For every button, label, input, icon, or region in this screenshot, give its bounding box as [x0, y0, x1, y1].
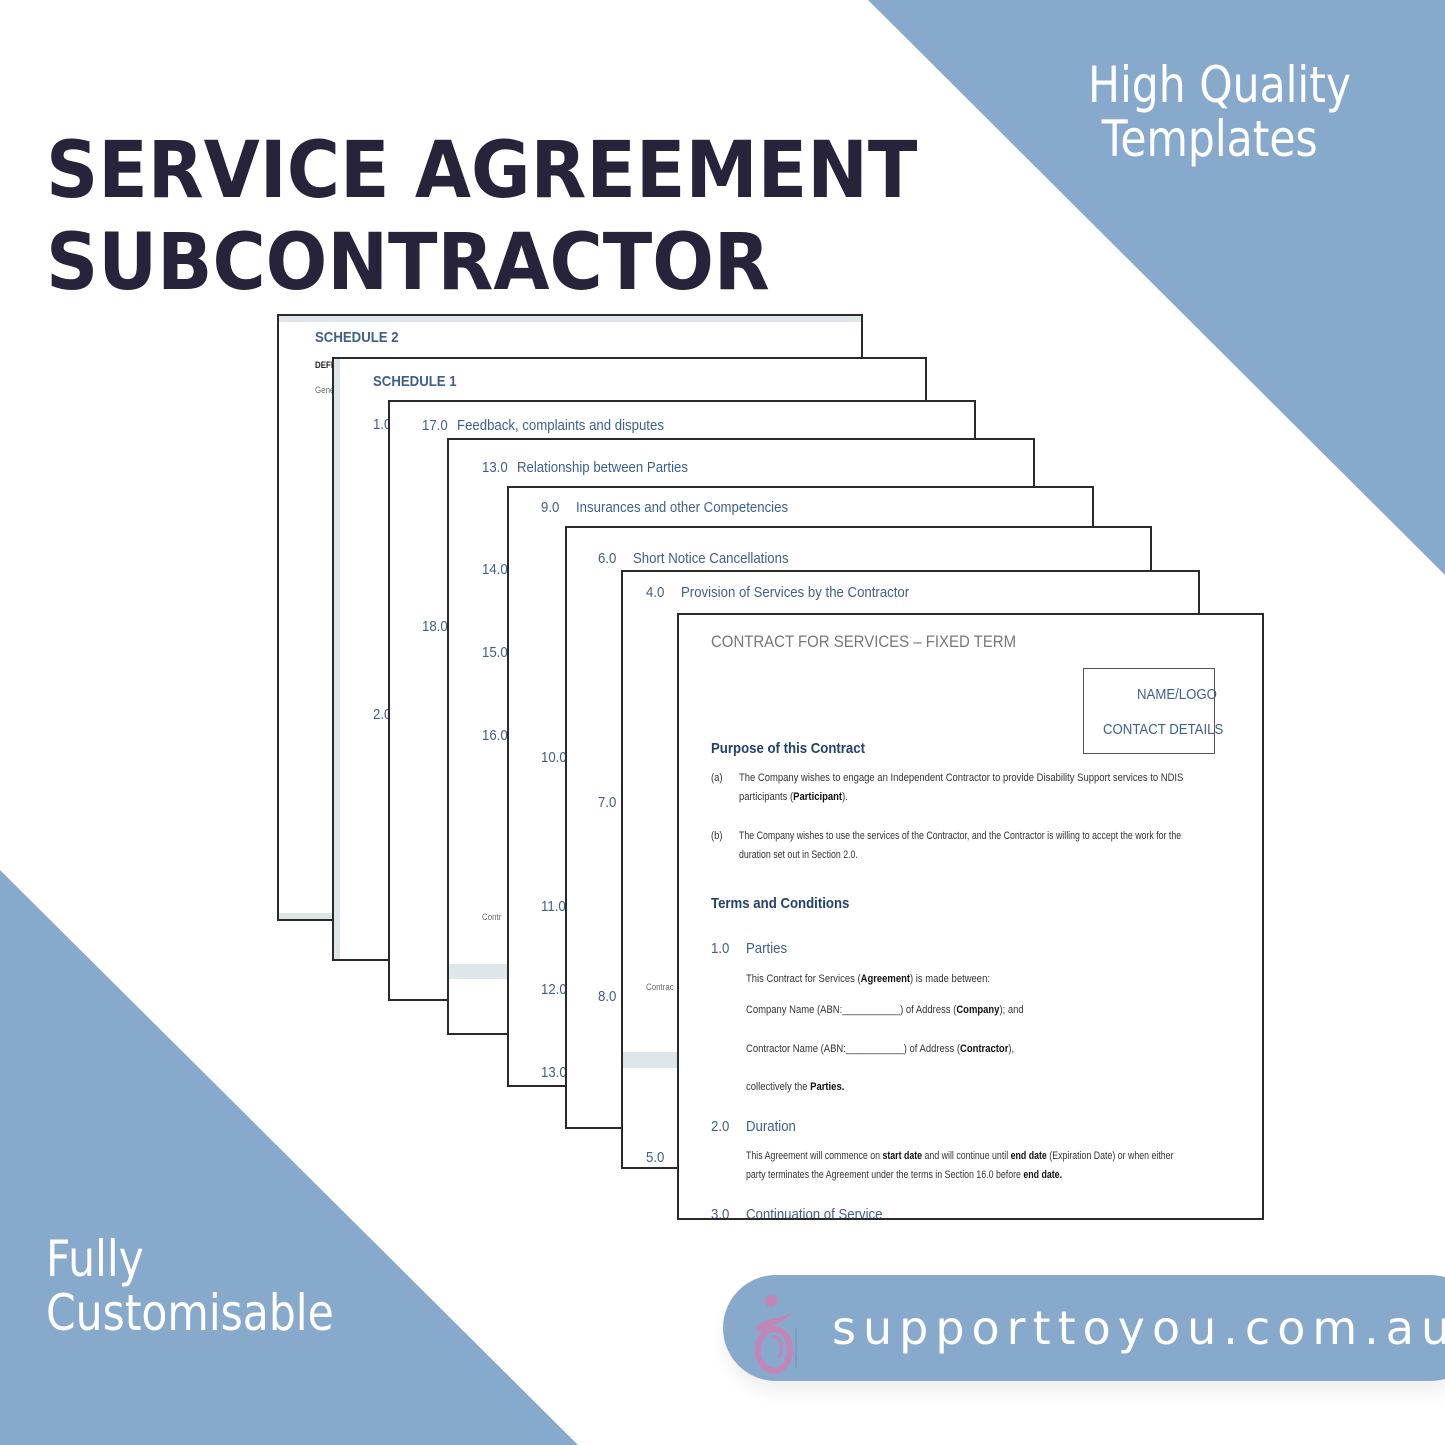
section-number: 16.0 [482, 727, 508, 744]
parties-intro: This Contract for Services (Agreement) i… [746, 973, 990, 985]
section-number: 7.0 [598, 794, 617, 811]
section-number: 5.0 [646, 1149, 665, 1166]
page-subheading: DEFI [315, 360, 334, 370]
section-heading: Feedback, complaints and disputes [457, 417, 664, 434]
section-number: 13.0 [482, 459, 508, 476]
section-number: 18.0 [422, 618, 448, 635]
section-heading: Relationship between Parties [517, 459, 688, 476]
customisable-badge: Fully Customisable [46, 1232, 334, 1340]
section-number: 1.0 [373, 416, 392, 433]
section-number: 11.0 [541, 898, 566, 915]
website-banner[interactable] [723, 1275, 1445, 1381]
contact-details-label: CONTACT DETAILS [1103, 721, 1224, 738]
badge-top-line-1: High Quality [1088, 56, 1352, 114]
collective-line: collectively the Parties. [746, 1081, 845, 1093]
badge-bottom-line-1: Fully [46, 1230, 144, 1288]
clause-a: The Company wishes to engage an Independ… [739, 772, 1184, 803]
section-number: 2.0 [373, 706, 392, 723]
page-heading: SCHEDULE 1 [373, 373, 457, 390]
page-footer: Contr [482, 912, 502, 922]
purpose-heading: Purpose of this Contract [711, 740, 866, 757]
section-number: 8.0 [598, 988, 617, 1005]
document-page-front: CONTRACT FOR SERVICES – FIXED TERM NAME/… [677, 613, 1264, 1220]
badge-bottom-line-2: Customisable [46, 1284, 334, 1342]
clause-b: The Company wishes to use the services o… [739, 830, 1182, 861]
section-number: 12.0 [541, 981, 567, 998]
badge-top-line-2: Templates [1101, 110, 1318, 168]
high-quality-badge: High Quality Templates [1088, 58, 1351, 166]
contractor-line: Contractor Name (ABN:___________) of Add… [746, 1043, 1015, 1055]
section-number: 14.0 [482, 561, 508, 578]
page-text: Gene [315, 385, 335, 395]
person-wheelchair-logo-icon [755, 1295, 797, 1374]
section-title: Duration [746, 1118, 796, 1135]
headline-line-2: SUBCONTRACTOR [46, 218, 770, 308]
section-heading: Short Notice Cancellations [633, 550, 789, 567]
section-number: 3.0 [711, 1206, 730, 1220]
headline-line-1: SERVICE AGREEMENT [46, 126, 918, 216]
section-number: 9.0 [541, 499, 560, 516]
terms-heading: Terms and Conditions [711, 895, 850, 912]
section-number: 13.0 [541, 1064, 567, 1081]
duration-text: This Agreement will commence on start da… [746, 1150, 1174, 1181]
section-heading: Insurances and other Competencies [576, 499, 789, 516]
logo-placeholder-label: NAME/LOGO [1137, 686, 1217, 703]
section-number: 6.0 [598, 550, 617, 567]
company-line: Company Name (ABN:___________) of Addres… [746, 1004, 1024, 1016]
page-footer: Contrac [646, 982, 674, 992]
section-title: Parties [746, 940, 788, 957]
section-number: 15.0 [482, 644, 508, 661]
website-url-link[interactable]: supporttoyou.com.au [832, 1301, 1445, 1355]
clause-label: (a) [711, 772, 723, 784]
section-number: 1.0 [711, 940, 730, 957]
page-heading: SCHEDULE 2 [315, 329, 399, 346]
clause-label: (b) [711, 830, 723, 842]
section-number: 4.0 [646, 584, 665, 601]
section-number: 2.0 [711, 1118, 730, 1135]
section-number: 10.0 [541, 749, 567, 766]
section-title: Continuation of Service [746, 1206, 883, 1220]
section-number: 17.0 [422, 417, 448, 434]
contract-title: CONTRACT FOR SERVICES – FIXED TERM [711, 632, 1017, 651]
logo-placeholder-box [1083, 668, 1215, 754]
headline: SERVICE AGREEMENT SUBCONTRACTOR [46, 125, 917, 309]
section-heading: Provision of Services by the Contractor [681, 584, 910, 601]
